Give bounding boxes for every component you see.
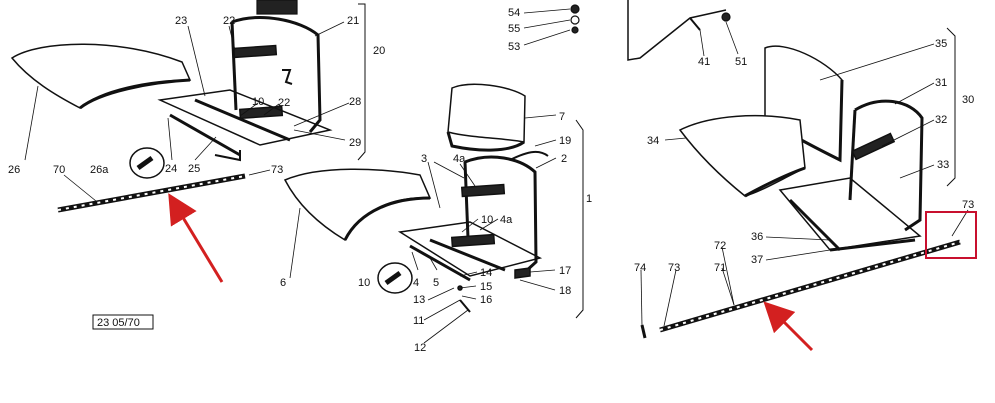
label-22: 22	[223, 15, 235, 27]
label-2: 2	[561, 153, 567, 165]
label-26: 26	[8, 164, 20, 176]
group-label-20: 20	[373, 45, 385, 57]
label-17: 17	[559, 265, 571, 277]
label-54: 54	[508, 7, 520, 19]
seat-assembly-20	[10, 3, 366, 213]
label-34: 34	[647, 135, 659, 147]
group-label-1: 1	[586, 193, 592, 205]
label-74: 74	[634, 262, 646, 274]
label-53: 53	[508, 41, 520, 53]
hardware-top	[256, 0, 739, 61]
label-13: 13	[413, 294, 425, 306]
label-4a: 4a	[500, 214, 513, 226]
label-72: 72	[714, 240, 726, 252]
strap-70	[57, 173, 246, 213]
label-4a: 4a	[453, 153, 466, 165]
label-51: 51	[735, 56, 747, 68]
cushion-34	[678, 114, 806, 197]
label-55: 55	[508, 23, 520, 35]
label-35: 35	[935, 38, 947, 50]
label-73: 73	[668, 262, 680, 274]
red-arrow-left	[168, 193, 224, 283]
cushion-26	[10, 43, 192, 109]
label-22: 22	[278, 97, 290, 109]
stamp-box	[92, 314, 154, 330]
seat-assembly-1	[283, 83, 584, 344]
back-cushion-7	[447, 83, 526, 143]
label-73: 73	[962, 199, 974, 211]
label-19: 19	[559, 135, 571, 147]
label-32: 32	[935, 114, 947, 126]
part-labels: 23 22 21 20 26 10 22 28 29 24 25 26a 70 …	[8, 7, 974, 354]
label-36: 36	[751, 231, 763, 243]
label-10: 10	[481, 214, 493, 226]
strap-71	[659, 239, 961, 333]
label-25: 25	[188, 163, 200, 175]
red-arrow-right	[763, 301, 814, 352]
label-14: 14	[480, 267, 492, 279]
label-41: 41	[698, 56, 710, 68]
label-33: 33	[937, 159, 949, 171]
label-18: 18	[559, 285, 571, 297]
label-24: 24	[165, 163, 177, 175]
label-11: 11	[413, 315, 424, 327]
label-26a: 26a	[90, 164, 109, 176]
label-31: 31	[935, 77, 947, 89]
label-15: 15	[480, 281, 492, 293]
label-10: 10	[358, 277, 370, 289]
cushion-6	[283, 168, 432, 242]
label-12: 12	[414, 342, 426, 354]
label-5: 5	[433, 277, 439, 289]
label-3: 3	[421, 153, 427, 165]
group-label-30: 30	[962, 94, 974, 106]
label-29: 29	[349, 137, 361, 149]
highlight-box	[925, 211, 977, 259]
label-73: 73	[271, 164, 283, 176]
label-7: 7	[559, 111, 565, 123]
seat-assembly-30	[640, 27, 969, 339]
label-6: 6	[280, 277, 286, 289]
label-23: 23	[175, 15, 187, 27]
label-10: 10	[252, 96, 264, 108]
label-28: 28	[349, 96, 361, 108]
label-21: 21	[347, 15, 359, 27]
label-70: 70	[53, 164, 65, 176]
stamp-text: 23 05/70	[97, 317, 140, 329]
label-37: 37	[751, 254, 763, 266]
label-4: 4	[413, 277, 419, 289]
label-71: 71	[714, 262, 726, 274]
label-16: 16	[480, 294, 492, 306]
